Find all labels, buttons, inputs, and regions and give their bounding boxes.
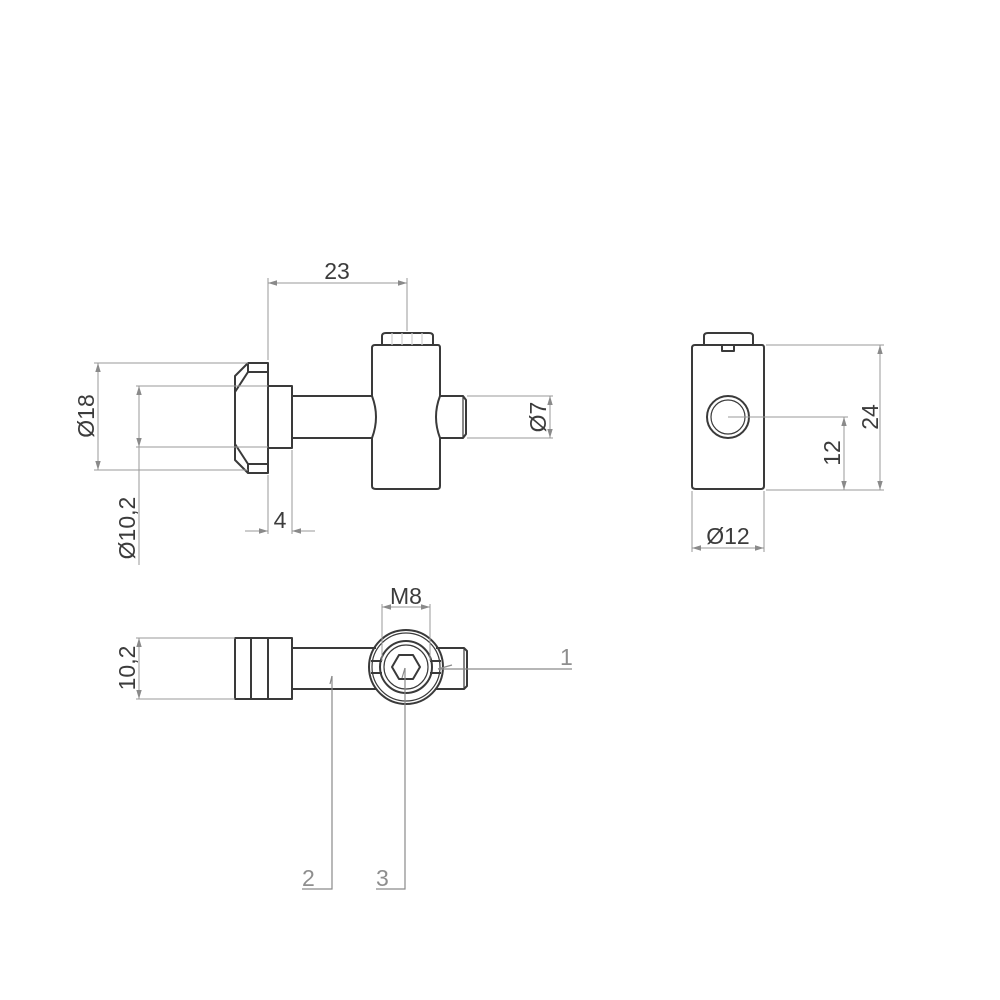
dim-length-23: 23 — [267, 258, 408, 360]
dim-label: 23 — [324, 258, 350, 284]
dim-label: Ø18 — [73, 394, 99, 437]
front-view: 23 Ø18 Ø10,2 4 Ø7 — [73, 258, 553, 565]
dim-label: 10,2 — [114, 646, 140, 691]
part-label-3: 3 — [376, 667, 406, 891]
dim-head-thickness: 4 — [245, 450, 315, 534]
top-view: 10,2 M8 1 2 3 — [114, 583, 573, 891]
dim-head-diameter: Ø18 — [73, 362, 248, 471]
dim-pin-diameter: Ø7 — [467, 395, 553, 439]
dim-label: 24 — [857, 404, 883, 430]
dim-hole-center-12: 12 — [728, 416, 848, 490]
cross-body — [371, 332, 467, 490]
label-text: 1 — [560, 644, 573, 670]
dim-label: M8 — [390, 583, 422, 609]
label-text: 3 — [376, 865, 389, 891]
dim-neck-diameter: Ø10,2 — [114, 385, 268, 565]
dim-label: 12 — [819, 440, 845, 466]
dim-thread-m8: M8 — [381, 583, 431, 661]
part-label-2: 2 — [302, 675, 333, 891]
shaft — [292, 395, 372, 439]
label-text: 2 — [302, 865, 315, 891]
dim-label: Ø12 — [706, 523, 749, 549]
t-head — [234, 362, 293, 474]
side-view: 24 12 Ø12 — [691, 332, 884, 552]
dim-label: Ø10,2 — [114, 497, 140, 560]
dim-height-24: 24 — [766, 344, 884, 491]
part-label-1: 1 — [437, 644, 573, 670]
dim-body-diameter: Ø12 — [691, 491, 765, 552]
dim-width-10-2: 10,2 — [114, 637, 235, 700]
dim-label: 4 — [274, 507, 287, 533]
dim-label: Ø7 — [525, 402, 551, 433]
